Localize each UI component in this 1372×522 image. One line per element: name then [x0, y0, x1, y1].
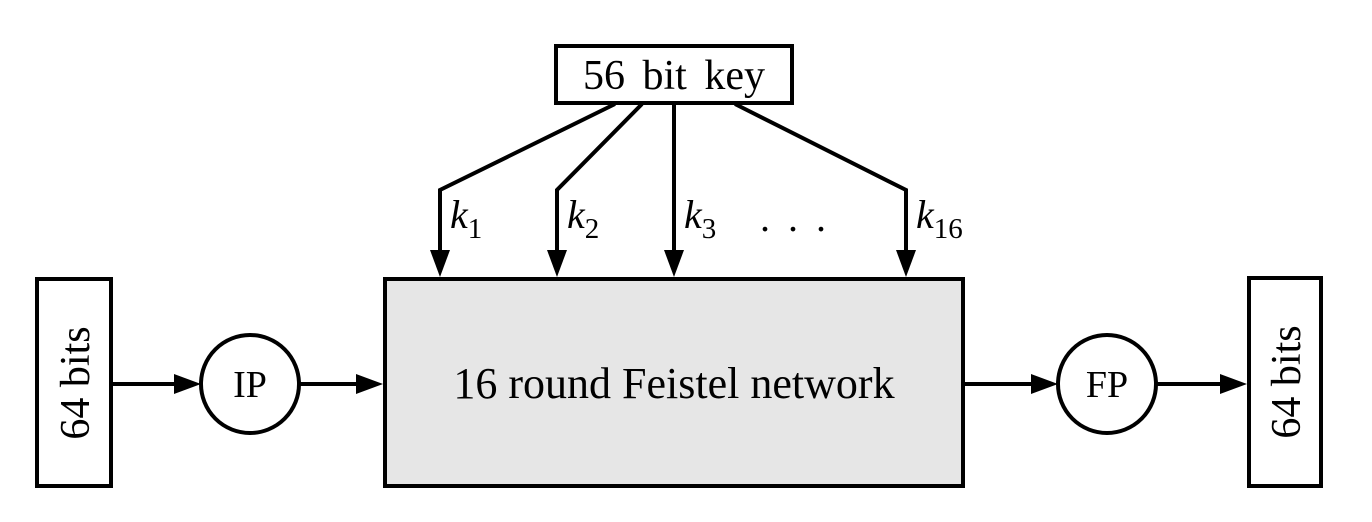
output-box: 64 bits — [1247, 276, 1323, 488]
arrowhead-right-fp — [1031, 374, 1058, 394]
ip-node-label: IP — [233, 364, 267, 406]
label-k2-base: k — [567, 192, 586, 237]
label-k16: k16 — [916, 192, 963, 245]
output-box-rect — [1247, 276, 1323, 488]
label-k16-sub: 16 — [934, 213, 963, 245]
arrowhead-down-k2 — [547, 250, 567, 277]
label-k1: k1 — [450, 192, 482, 245]
key-fan-arrows — [430, 102, 916, 277]
label-k1-base: k — [450, 192, 469, 237]
label-k3-sub: 3 — [702, 213, 717, 245]
arrowhead-right-ip — [174, 374, 201, 394]
label-k2-sub: 2 — [585, 213, 600, 245]
arrowhead-right-output — [1220, 374, 1247, 394]
key-box-rect — [554, 44, 794, 105]
arrowhead-right-feistel — [356, 374, 383, 394]
arrow-ip-to-feistel — [299, 374, 383, 394]
subkey-wire-k1 — [438, 102, 616, 256]
feistel-box: 16 round Feistel network — [383, 277, 965, 488]
arrowhead-down-k3 — [664, 250, 684, 277]
arrowhead-down-k1 — [430, 250, 450, 277]
label-k3-base: k — [684, 192, 703, 237]
label-k2: k2 — [567, 192, 599, 245]
fp-node: FP — [1056, 333, 1158, 435]
input-box: 64 bits — [35, 277, 113, 488]
fp-node-label: FP — [1086, 364, 1128, 406]
key-box-label: 56 bit key — [583, 53, 765, 99]
ip-node: IP — [199, 333, 301, 435]
arrow-feistel-to-fp — [965, 374, 1058, 394]
key-box: 56 bit key — [554, 44, 794, 105]
subkey-wire-k16 — [734, 102, 908, 256]
label-k16-base: k — [916, 192, 935, 237]
label-k3: k3 — [684, 192, 716, 245]
arrow-fp-to-output — [1156, 374, 1247, 394]
feistel-box-label: 16 round Feistel network — [453, 359, 894, 408]
ellipsis-label: . . . — [760, 195, 830, 240]
input-box-label: 64 bits — [53, 326, 99, 439]
arrowhead-down-k16 — [896, 250, 916, 277]
input-box-rect — [35, 277, 113, 488]
feistel-box-rect — [383, 277, 965, 488]
subkey-wire-k2 — [555, 102, 644, 256]
output-box-label: 64 bits — [1264, 325, 1310, 438]
label-k1-sub: 1 — [468, 213, 483, 245]
round-key-labels: k1 k2 k3 k16 . . . — [450, 192, 963, 245]
arrow-input-to-ip — [113, 374, 201, 394]
